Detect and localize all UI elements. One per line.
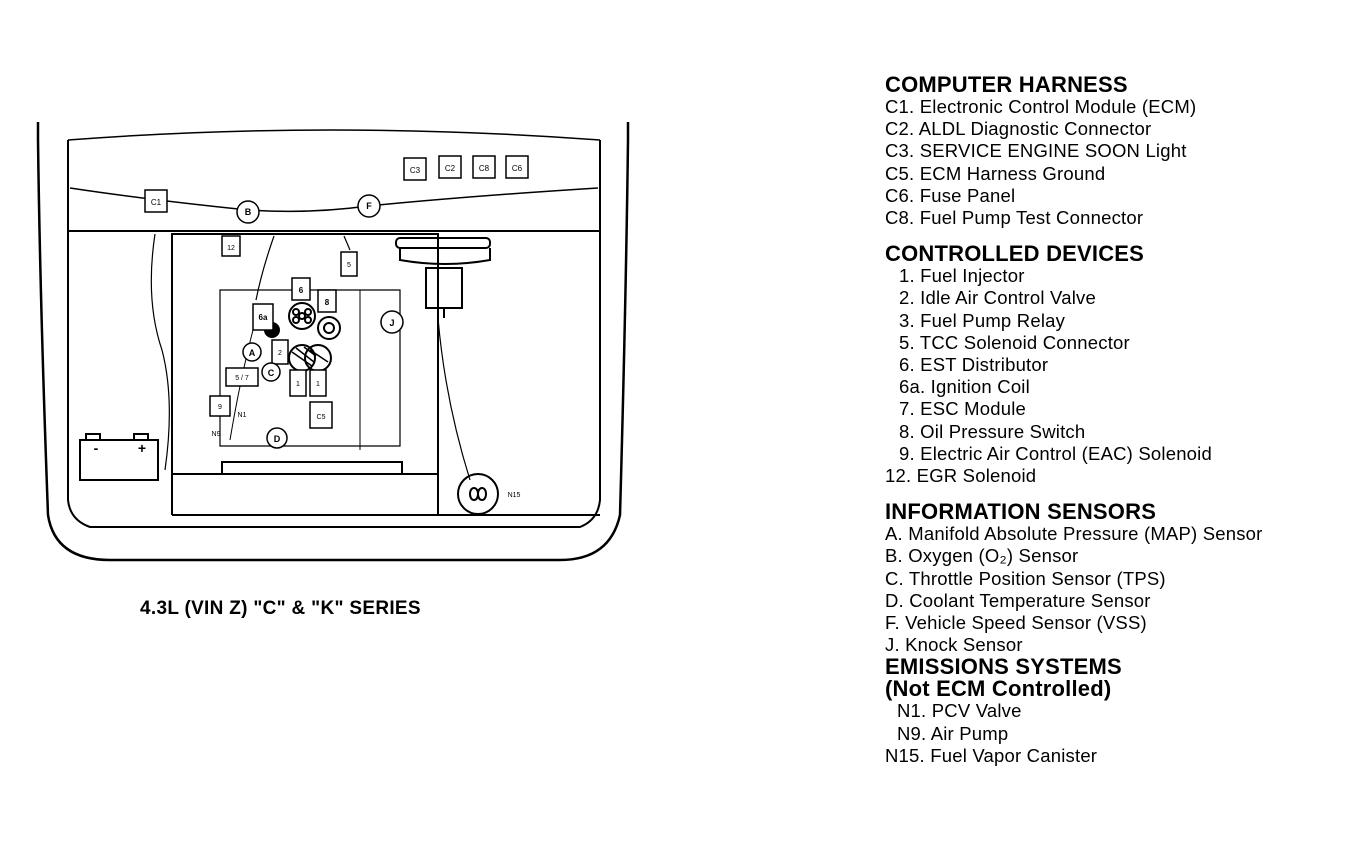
section-title: INFORMATION SENSORS (885, 499, 1157, 525)
label-c6: C6 (512, 164, 523, 173)
label-a: A (249, 348, 256, 358)
information-sensors-section: INFORMATION SENSORS A. Manifold Absolute… (885, 501, 1345, 656)
legend-item: A. Manifold Absolute Pressure (MAP) Sens… (885, 523, 1263, 545)
legend-item: 8. Oil Pressure Switch (899, 420, 1086, 442)
label-n15: N15 (508, 492, 521, 499)
label-5-7: 5 / 7 (235, 375, 249, 382)
diagram-caption: 4.3L (VIN Z) "C" & "K" SERIES (140, 598, 421, 619)
legend-item: 2. Idle Air Control Valve (899, 287, 1096, 309)
label-c2: C2 (445, 164, 456, 173)
controlled-devices-section: CONTROLLED DEVICES 1. Fuel Injector 2. I… (885, 243, 1345, 487)
legend-item: C. Throttle Position Sensor (TPS) (885, 567, 1166, 589)
legend-item: C2. ALDL Diagnostic Connector (885, 118, 1152, 140)
fuel-vapor-canister (457, 473, 499, 515)
battery (79, 439, 159, 481)
label-9: 9 (218, 404, 222, 411)
legend-item: 6a. Ignition Coil (899, 376, 1030, 398)
label-1a: 1 (296, 381, 300, 388)
legend: COMPUTER HARNESS C1. Electronic Control … (885, 74, 1345, 767)
battery-minus: - (94, 440, 99, 456)
legend-item: C1. Electronic Control Module (ECM) (885, 96, 1197, 117)
legend-item: B. Oxygen (O₂) Sensor (885, 545, 1079, 567)
section-title: CONTROLLED DEVICES (885, 241, 1145, 267)
label-8: 8 (325, 298, 330, 307)
legend-item: 3. Fuel Pump Relay (899, 309, 1066, 331)
inner-outline (67, 140, 601, 528)
legend-item: 9. Electric Air Control (EAC) Solenoid (899, 442, 1212, 464)
legend-item: 6. EST Distributor (899, 354, 1049, 376)
vehicle-outline (36, 122, 630, 562)
section-subtitle: (Not ECM Controlled) (885, 676, 1112, 702)
legend-item: F. Vehicle Speed Sensor (VSS) (885, 612, 1147, 634)
legend-item: 1. Fuel Injector (899, 265, 1025, 287)
legend-item: D. Coolant Temperature Sensor (885, 589, 1151, 611)
legend-item: C6. Fuse Panel (885, 184, 1016, 206)
label-d: D (274, 434, 281, 444)
label-1b: 1 (316, 381, 320, 388)
label-2: 2 (278, 350, 282, 357)
legend-item: N9. Air Pump (897, 722, 1009, 744)
label-c: C (268, 368, 275, 378)
label-5: 5 (347, 262, 351, 269)
label-12: 12 (227, 245, 235, 252)
section-title: EMISSIONS SYSTEMS (885, 654, 1122, 680)
legend-item: N1. PCV Valve (897, 700, 1022, 722)
legend-item: N15. Fuel Vapor Canister (885, 744, 1098, 766)
label-f: F (366, 201, 372, 211)
legend-item: 5. TCC Solenoid Connector (899, 331, 1130, 353)
label-b: B (245, 207, 252, 217)
legend-item: C5. ECM Harness Ground (885, 162, 1106, 184)
label-6a: 6a (259, 313, 268, 322)
legend-item: 12. EGR Solenoid (885, 465, 1037, 487)
label-c5: C5 (317, 414, 326, 421)
legend-item: 7. ESC Module (899, 398, 1027, 420)
label-c8: C8 (479, 164, 490, 173)
label-6: 6 (299, 286, 304, 295)
emissions-systems-section: EMISSIONS SYSTEMS (Not ECM Controlled) N… (885, 656, 1345, 767)
computer-harness-section: COMPUTER HARNESS C1. Electronic Control … (885, 74, 1345, 229)
canister-symbol (468, 487, 488, 501)
engine-compartment-diagram: C1 C3 C2 C8 C6 B F 12 5 6 8 6a 2 A C 5 /… (36, 122, 630, 562)
label-c3: C3 (410, 166, 421, 175)
label-j: J (389, 318, 394, 328)
label-c1: C1 (151, 198, 162, 207)
label-n1: N1 (238, 412, 247, 419)
section-title: COMPUTER HARNESS (885, 72, 1128, 97)
legend-item: C3. SERVICE ENGINE SOON Light (885, 140, 1187, 162)
label-n9: N9 (212, 431, 221, 438)
battery-plus: + (138, 440, 146, 456)
legend-item: J. Knock Sensor (885, 634, 1023, 656)
legend-item: C8. Fuel Pump Test Connector (885, 207, 1144, 229)
